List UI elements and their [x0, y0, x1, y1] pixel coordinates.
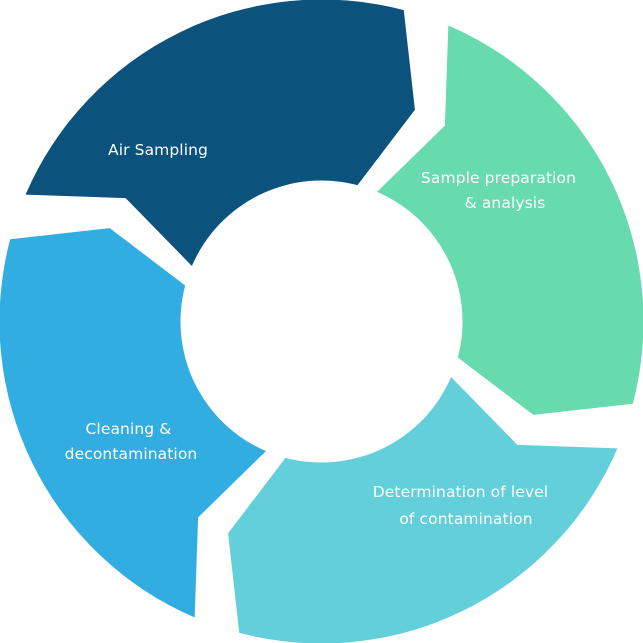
segment-determination [228, 377, 618, 643]
label-sample-preparation: Sample preparation & analysis [421, 169, 581, 212]
label-air-sampling: Air Sampling [108, 141, 208, 159]
segment-sample-preparation [377, 25, 643, 415]
segment-labels: Air Sampling Sample preparation & analys… [65, 141, 581, 528]
label-determination: Determination of level of contamination [373, 483, 554, 528]
segment-cleaning [0, 228, 266, 618]
segment-air-sampling [25, 0, 415, 266]
label-cleaning: Cleaning & decontamination [65, 420, 198, 463]
